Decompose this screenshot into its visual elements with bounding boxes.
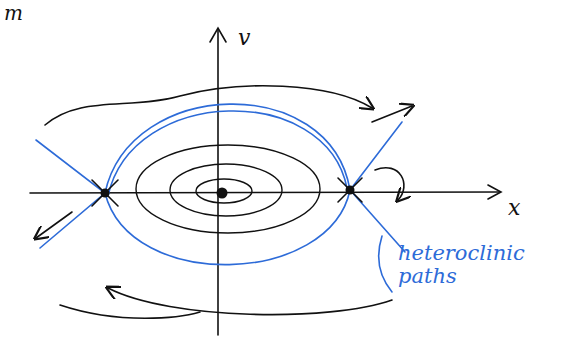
heteroclinic-orbit	[108, 111, 347, 196]
center-point	[217, 188, 228, 199]
separatrices	[36, 104, 405, 292]
trajectory	[60, 305, 200, 318]
heteroclinic-orbit	[105, 104, 350, 193]
trajectory	[108, 288, 392, 315]
orbit	[196, 179, 252, 203]
axis-arrow	[488, 185, 501, 199]
annotation: heteroclinic paths	[398, 242, 538, 288]
saddle-cross	[338, 178, 362, 202]
orbit	[136, 145, 320, 233]
axis-arrow	[210, 28, 226, 42]
separatrix	[350, 122, 405, 252]
trajectory	[36, 212, 72, 238]
corner-mark: m	[4, 2, 23, 24]
trajectory	[372, 106, 412, 122]
x-axis	[30, 192, 500, 193]
axis-label: v	[238, 26, 250, 50]
trajectory	[45, 86, 372, 125]
separatrix	[36, 140, 105, 248]
heteroclinic-orbit	[105, 190, 350, 265]
saddle-point	[101, 189, 110, 198]
fixed-points	[101, 186, 355, 199]
bracket	[379, 236, 392, 292]
axes	[30, 28, 501, 335]
orbit	[170, 164, 282, 216]
closed-orbits	[136, 145, 320, 233]
saddle-cross	[92, 180, 118, 206]
trajectories	[36, 86, 412, 318]
saddle-point	[346, 186, 355, 195]
axis-label: x	[508, 196, 520, 220]
v-axis	[217, 30, 219, 335]
trajectory	[375, 168, 404, 200]
